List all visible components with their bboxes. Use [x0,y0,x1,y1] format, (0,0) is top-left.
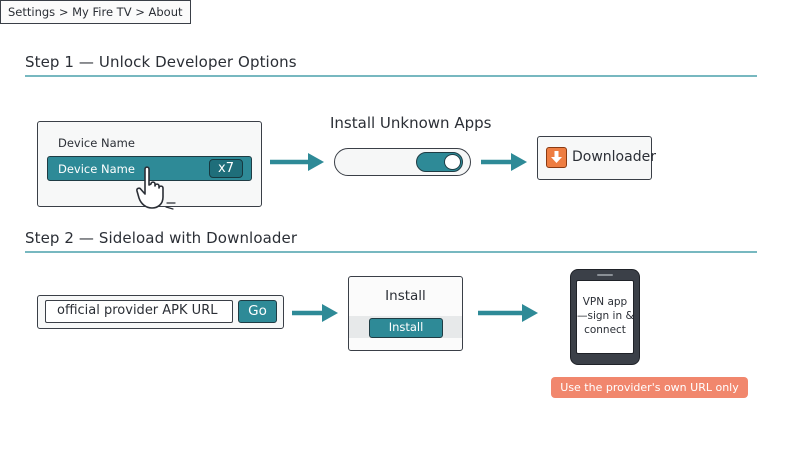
toggle-knob [444,154,461,170]
url-input[interactable]: official provider APK URL [45,300,233,323]
provider-url-note: Use the provider's own URL only [551,377,748,398]
device-name-row-label: Device Name [58,162,135,176]
device-name-label: Device Name [58,136,135,150]
phone-text-line: connect [584,324,626,336]
arrow-right-icon [270,153,324,171]
downloader-app-tile[interactable]: Downloader [537,136,656,180]
phone-screen: VPN app —sign in & connect [576,280,634,354]
arrow-right-icon [478,304,538,322]
breadcrumb[interactable]: Settings > My Fire TV > About [0,0,191,24]
install-button[interactable]: Install [369,318,443,338]
phone-text-line: —sign in & [577,310,634,322]
tap-count-badge: x7 [209,159,243,178]
arrow-right-icon [292,304,338,322]
install-dialog-title: Install [385,288,426,304]
device-name-row[interactable]: Device Name x7 [47,156,252,181]
downloader-label: Downloader [572,149,656,165]
install-dialog: Install Install [348,276,463,351]
pointing-hand-icon [136,166,176,210]
go-button[interactable]: Go [238,300,277,323]
downloader-url-bar: official provider APK URL Go [37,295,284,329]
step-2-divider [25,251,757,253]
step-1-divider [25,75,757,77]
step-2-title: Step 2 — Sideload with Downloader [25,229,298,247]
download-icon [546,147,567,168]
phone-text-line: VPN app [582,296,628,308]
step-1-title: Step 1 — Unlock Developer Options [25,53,297,71]
phone-icon: VPN app —sign in & connect [570,269,640,365]
phone-speaker [597,274,613,276]
install-unknown-apps-setting [334,148,471,176]
install-unknown-apps-title: Install Unknown Apps [330,114,492,132]
install-unknown-apps-toggle[interactable] [416,152,463,172]
arrow-right-icon [481,153,527,171]
